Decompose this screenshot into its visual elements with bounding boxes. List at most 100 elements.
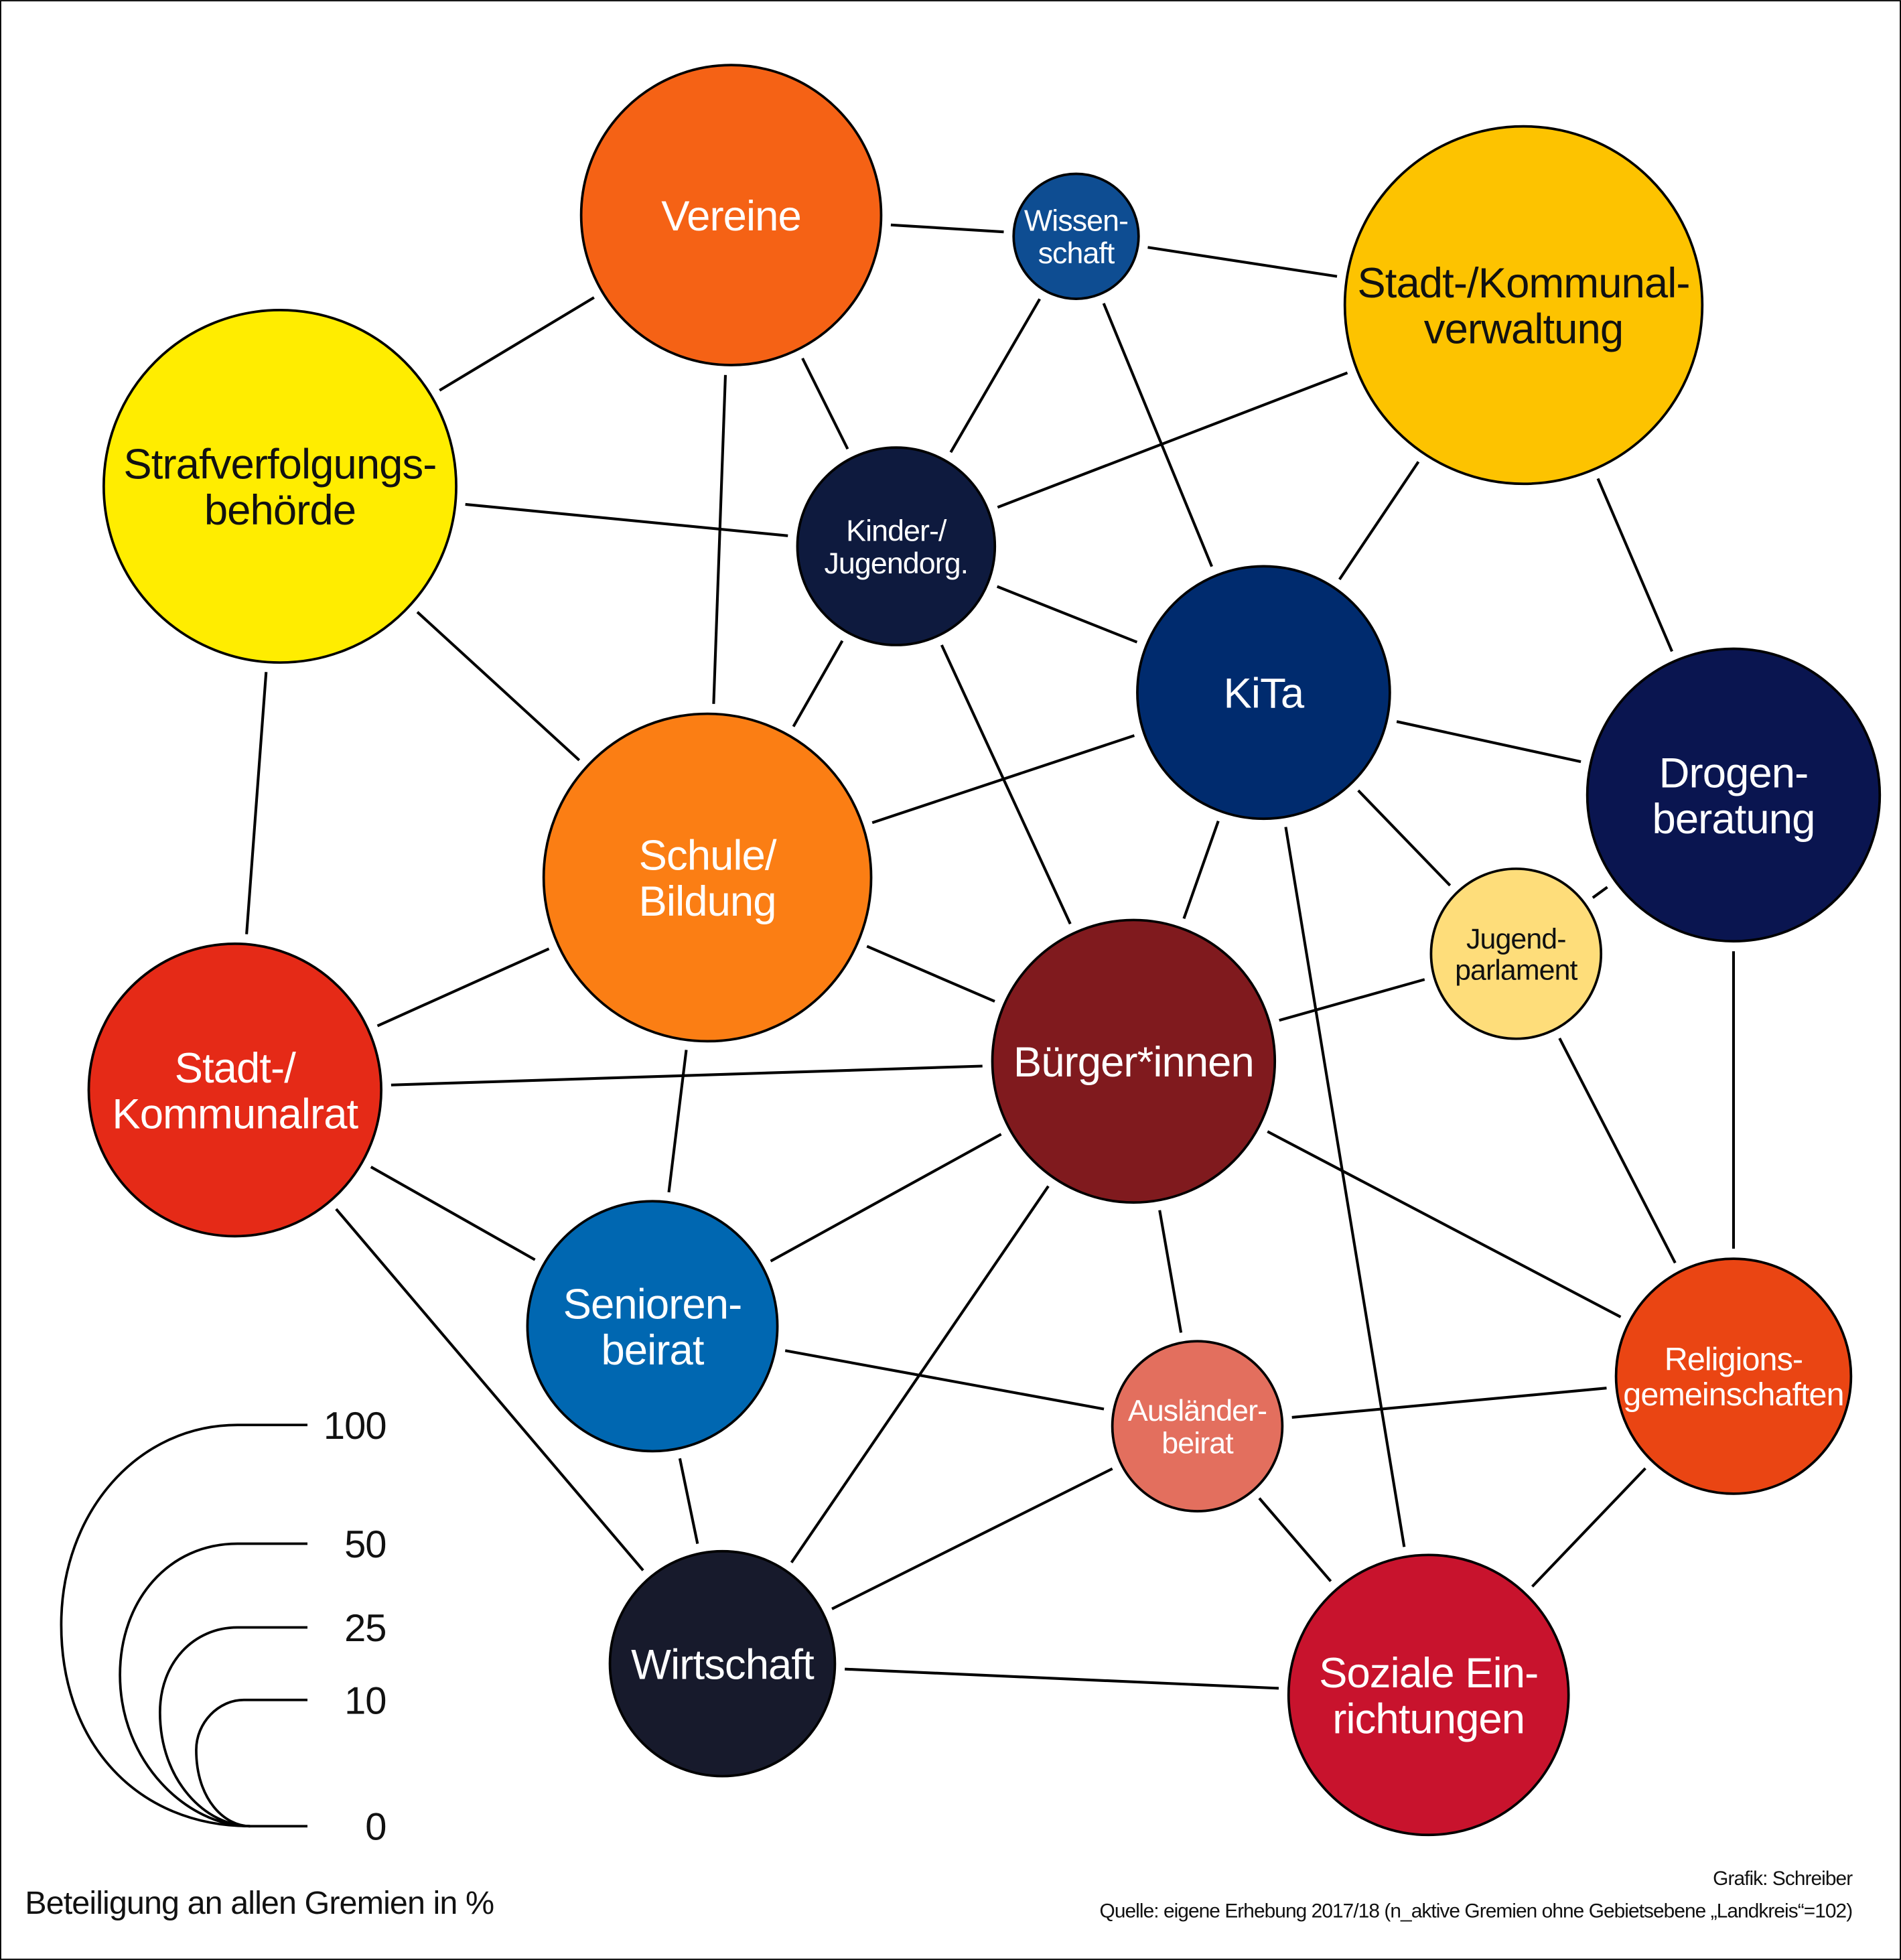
edge-kinder-buerger <box>940 644 1072 925</box>
edge-vereine-straf <box>439 296 595 392</box>
node-wissenschaft: Wissen-schaft <box>1012 172 1140 300</box>
edge-verwaltung-drogen <box>1596 478 1673 652</box>
edge-vereine-wissenschaft <box>890 223 1004 234</box>
source-text: Quelle: eigene Erhebung 2017/18 (n_aktiv… <box>1100 1900 1853 1922</box>
node-label: Religions- <box>1665 1342 1803 1378</box>
node-circle <box>579 64 883 366</box>
node-vereine: Vereine <box>579 64 883 366</box>
legend-arc-50 <box>119 1542 308 1828</box>
node-label: Strafverfolgungs- <box>123 441 436 488</box>
edge-auslaender-soziale <box>1258 1497 1332 1582</box>
node-label: KiTa <box>1224 671 1305 717</box>
edge-rat-buerger <box>391 1064 983 1087</box>
node-label: Kinder-/ <box>846 514 947 547</box>
node-circle <box>1586 647 1882 943</box>
node-label: Jugend- <box>1466 923 1566 955</box>
edge-kita-schule <box>871 734 1135 825</box>
edge-drogen-jugendparl <box>1592 886 1608 899</box>
edge-straf-schule <box>416 611 581 762</box>
node-circle <box>1614 1257 1853 1495</box>
node-rat: Stadt-/Kommunalrat <box>87 942 382 1238</box>
legend-label-50: 50 <box>344 1523 386 1566</box>
edges <box>245 223 1736 1690</box>
node-label: parlament <box>1455 954 1577 986</box>
node-label: behörde <box>204 487 356 534</box>
node-circle <box>526 1200 779 1453</box>
node-circle <box>608 1549 837 1778</box>
node-auslaender: Ausländer-beirat <box>1111 1340 1284 1513</box>
node-religion: Religions-gemeinschaften <box>1614 1257 1853 1495</box>
node-soziale: Soziale Ein-richtungen <box>1287 1553 1570 1837</box>
node-circle <box>1287 1553 1570 1837</box>
node-circle <box>1429 867 1603 1040</box>
node-label: beirat <box>1161 1426 1234 1460</box>
node-label: gemeinschaften <box>1623 1377 1843 1413</box>
node-label: schaft <box>1038 236 1115 270</box>
node-label: Schule/ <box>639 833 777 880</box>
node-label: Jugendorg. <box>824 547 968 580</box>
node-circle <box>1343 125 1704 486</box>
node-label: Wissen- <box>1024 204 1128 238</box>
node-wirtschaft: Wirtschaft <box>608 1549 837 1778</box>
edge-verwaltung-kita <box>1338 461 1420 581</box>
edge-buerger-auslaender <box>1158 1210 1183 1333</box>
legend <box>60 1423 308 1828</box>
node-label: Drogen- <box>1659 750 1809 796</box>
edge-kita-drogen <box>1396 720 1581 764</box>
edge-rat-senioren <box>370 1166 536 1261</box>
node-kinder: Kinder-/Jugendorg. <box>796 446 997 646</box>
node-label: Stadt-/Kommunal- <box>1357 260 1689 307</box>
edge-buerger-religion <box>1267 1130 1622 1318</box>
edge-vereine-kinder <box>801 357 849 450</box>
edge-senioren-auslaender <box>784 1349 1105 1411</box>
legend-label-25: 25 <box>344 1607 386 1650</box>
node-label: Bildung <box>639 878 776 925</box>
legend-arc-25 <box>158 1626 308 1828</box>
edge-kinder-kita <box>996 585 1138 644</box>
edge-vereine-schule <box>712 374 727 704</box>
node-circle <box>796 446 997 646</box>
node-circle <box>1136 565 1391 821</box>
legend-arc-10 <box>195 1698 308 1828</box>
edge-buerger-senioren <box>770 1133 1002 1263</box>
edge-straf-rat <box>245 672 268 934</box>
edge-schule-buerger <box>866 944 995 1003</box>
legend-label-0: 0 <box>365 1806 386 1849</box>
edge-wissenschaft-kita <box>1102 303 1213 567</box>
node-straf: Strafverfolgungs-behörde <box>102 309 457 664</box>
legend-label-10: 10 <box>344 1679 386 1722</box>
node-circle <box>1111 1340 1284 1513</box>
node-circle <box>102 309 457 664</box>
node-label: Stadt-/ <box>175 1045 297 1092</box>
legend-title: Beteiligung an allen Gremien in % <box>25 1885 494 1921</box>
edge-auslaender-wirtschaft <box>831 1467 1113 1610</box>
edge-schule-senioren <box>667 1050 688 1193</box>
node-buerger: Bürger*innen <box>991 918 1277 1204</box>
node-label: Wirtschaft <box>631 1641 815 1688</box>
legend-arc-100 <box>60 1423 308 1828</box>
node-label: Kommunalrat <box>112 1091 358 1137</box>
credit-text: Grafik: Schreiber <box>1713 1868 1853 1890</box>
edge-religion-soziale <box>1531 1467 1646 1588</box>
node-label: Senioren- <box>563 1281 742 1328</box>
edge-jugendparl-religion <box>1558 1037 1677 1264</box>
node-circle <box>991 918 1277 1204</box>
node-label: verwaltung <box>1424 306 1623 353</box>
edge-straf-kinder <box>465 502 788 537</box>
edge-kita-buerger <box>1182 820 1220 920</box>
edge-verwaltung-kinder <box>997 371 1348 509</box>
node-verwaltung: Stadt-/Kommunal-verwaltung <box>1343 125 1704 486</box>
legend-label-100: 100 <box>324 1405 386 1448</box>
edge-wirtschaft-soziale <box>845 1667 1279 1690</box>
edge-rat-wirtschaft <box>335 1208 644 1571</box>
edge-kinder-schule <box>792 640 844 727</box>
node-jugendparl: Jugend-parlament <box>1429 867 1603 1040</box>
node-label: beratung <box>1652 796 1815 843</box>
edge-wissenschaft-kinder <box>949 298 1041 453</box>
node-label: Vereine <box>661 193 801 240</box>
edge-wissenschaft-verwaltung <box>1147 246 1338 278</box>
node-label: Ausländer- <box>1128 1394 1267 1427</box>
